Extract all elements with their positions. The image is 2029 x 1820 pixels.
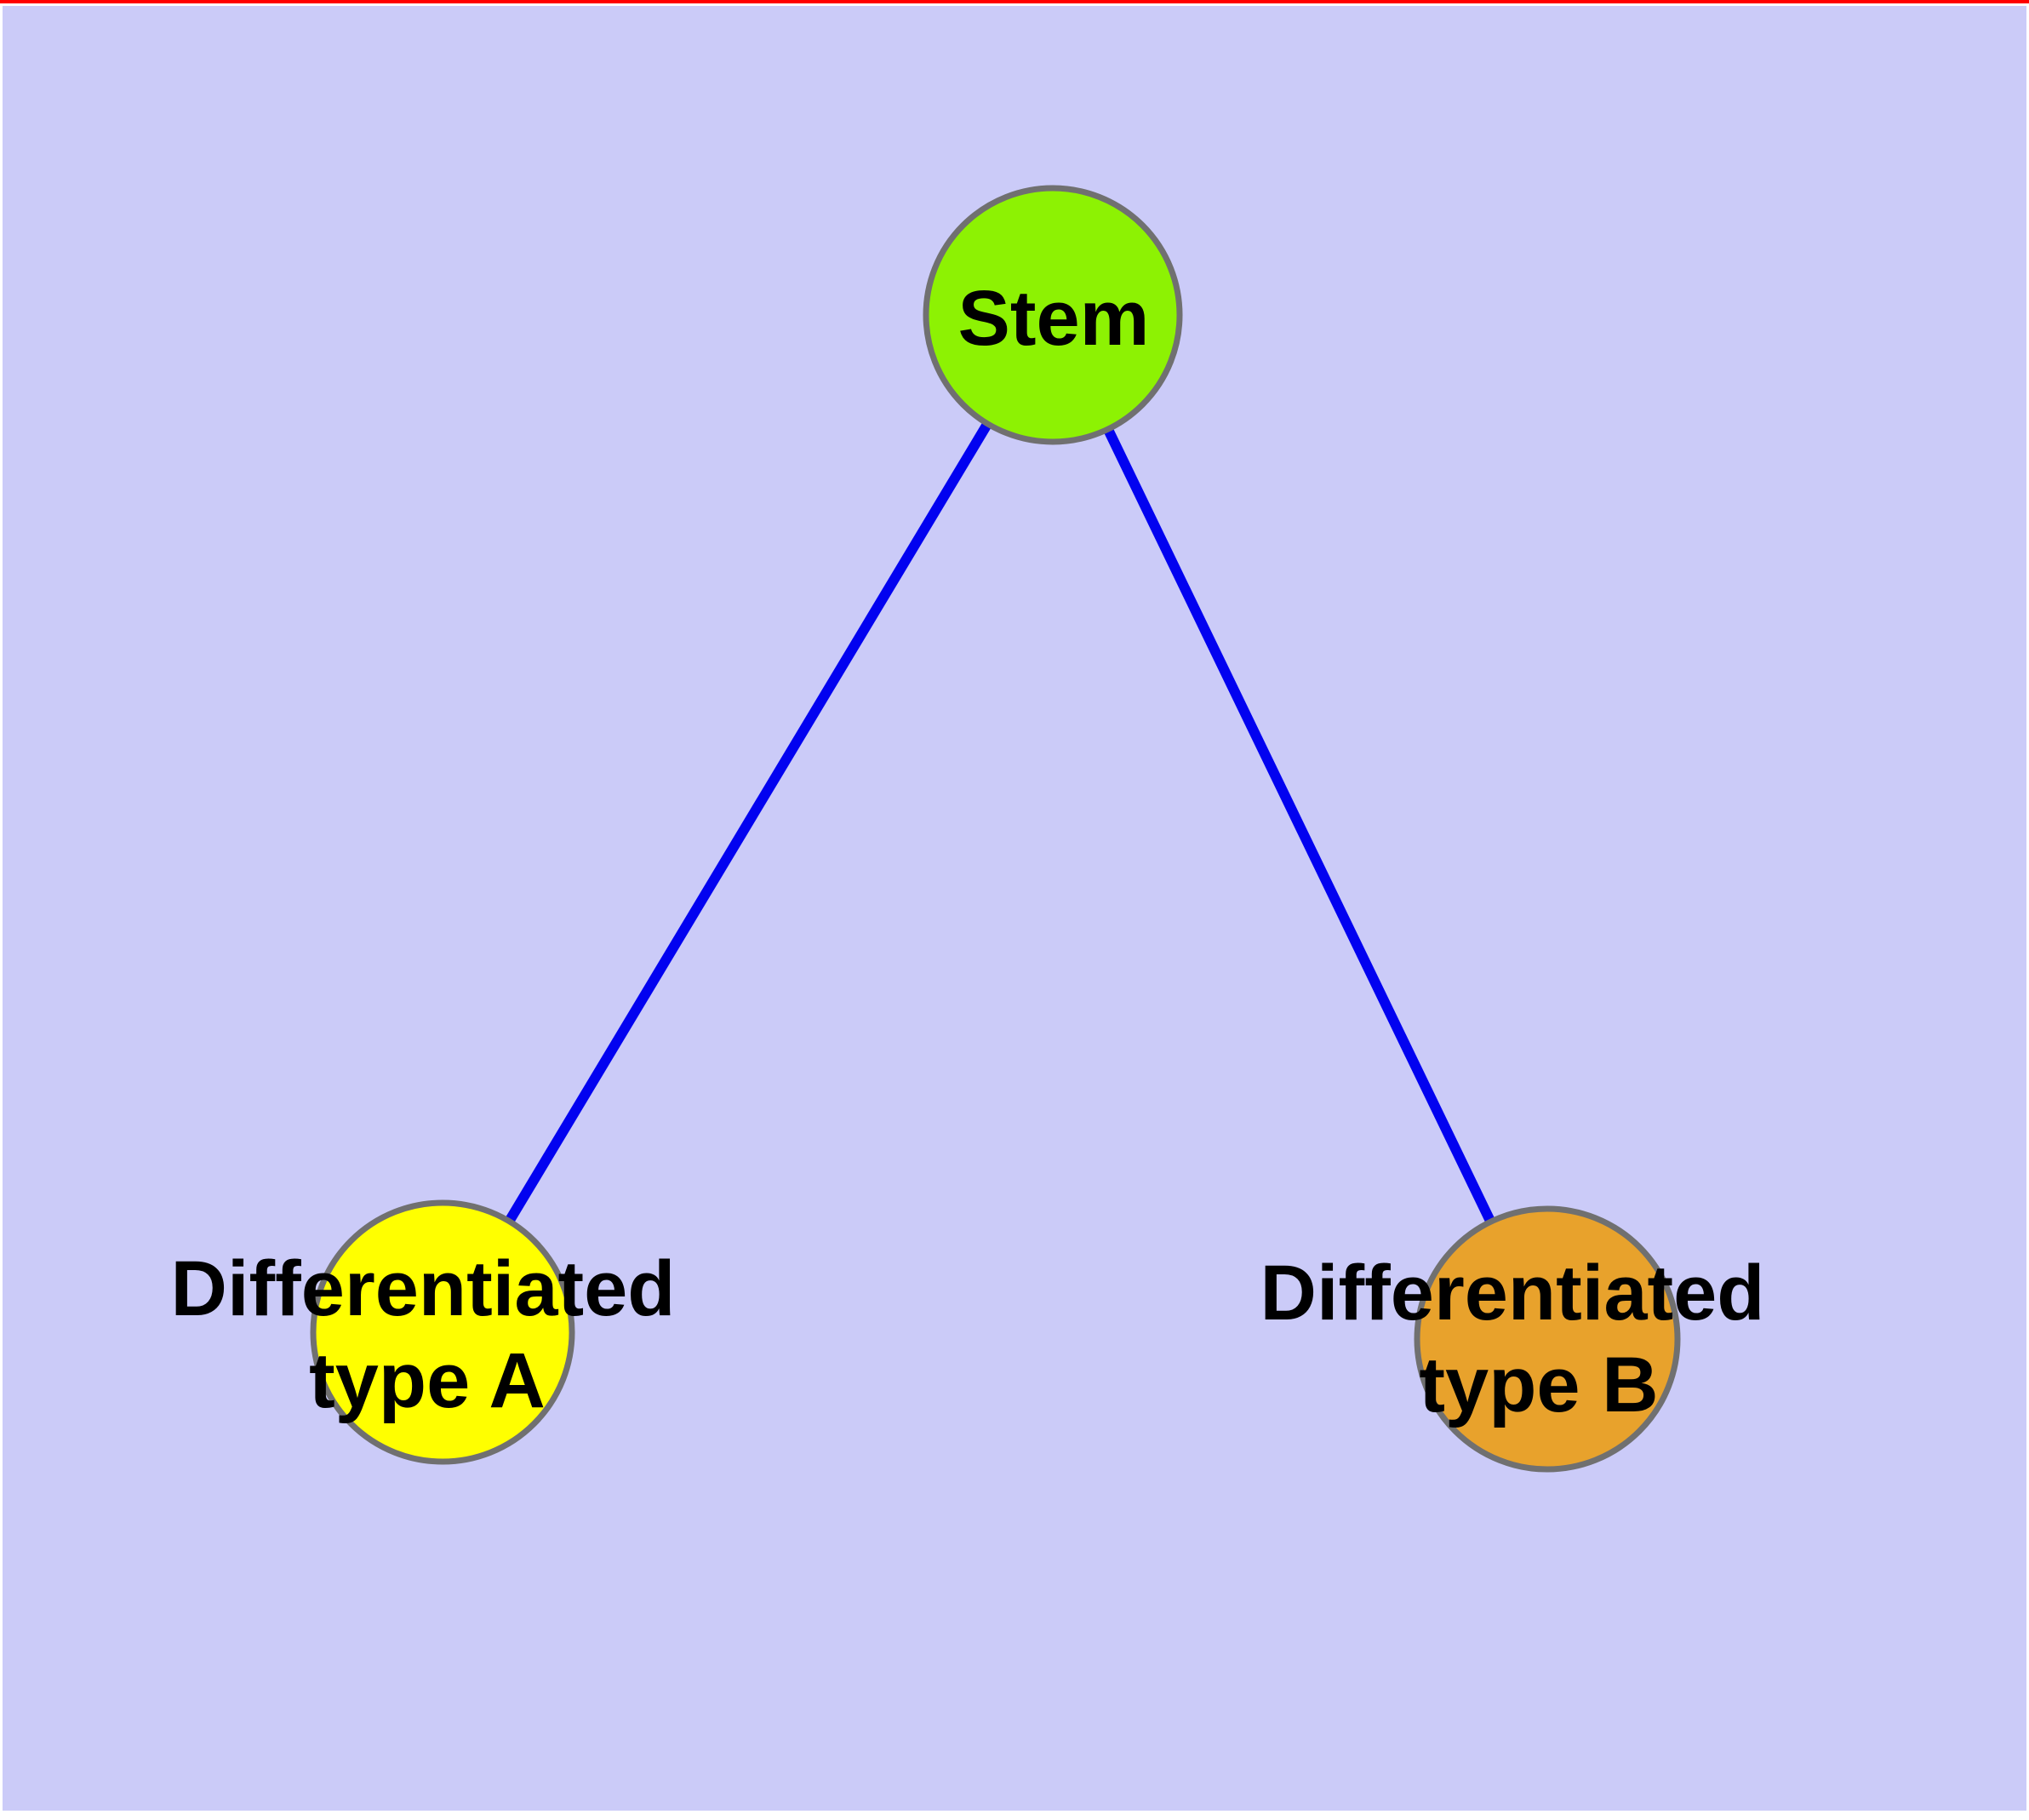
edge-stem-to-type-b	[1048, 312, 1552, 1342]
type-a-node-label-line2: type A	[309, 1337, 546, 1424]
type-a-node-circle	[310, 1199, 575, 1465]
edge-stem-to-type-a	[437, 312, 1058, 1336]
stem-node-label: Stem	[958, 275, 1150, 362]
type-b-node-label-line2: type B	[1419, 1342, 1658, 1428]
type-b-node-label-line1: Differentiated	[1260, 1250, 1765, 1336]
top-edge-line	[0, 0, 2029, 3]
stem-node-circle	[923, 185, 1183, 445]
type-b-node-circle	[1414, 1205, 1681, 1473]
type-a-node-label-line1: Differentiated	[171, 1245, 676, 1332]
